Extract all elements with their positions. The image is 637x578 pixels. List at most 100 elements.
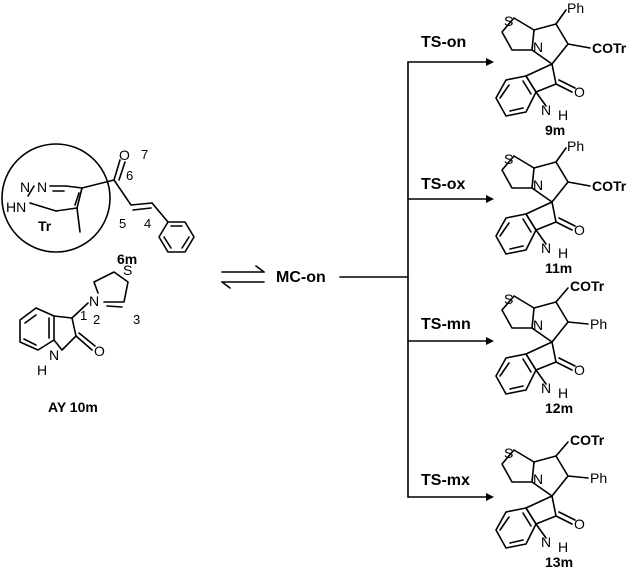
product-13m-label: 13m (545, 554, 573, 570)
product-nh-n-label: N (541, 240, 551, 256)
ph-hash (567, 475, 589, 479)
benzo-double-bond (23, 338, 37, 346)
atom-number-4: 4 (144, 216, 151, 231)
product-9m-label: 9m (545, 122, 565, 138)
oxindole-carbonyl (75, 335, 93, 351)
right-substituent-12m: Ph (590, 316, 607, 332)
arrowhead-11m (486, 195, 494, 203)
product-sulfur-label: S (504, 151, 513, 167)
benzo-double-bond (24, 314, 37, 324)
thiazoline-ring (93, 271, 129, 303)
arrowhead-13m (486, 493, 494, 501)
ts-label-1: TS-ox (421, 176, 466, 193)
product-nh-h-label: H (558, 107, 568, 123)
product-nitrogen-label: N (533, 317, 543, 333)
product-oxygen-label: O (574, 222, 585, 238)
ph-wedge (567, 321, 589, 325)
product-9m: S N O N H Ph COTr 9m (495, 0, 627, 138)
product-sulfur-label: S (504, 291, 513, 307)
triazole-bond (27, 185, 35, 197)
tr-label: Tr (38, 218, 52, 234)
oxindole-ring (53, 315, 77, 351)
top-substituent-9m: Ph (567, 0, 584, 16)
enone-bond (113, 179, 153, 206)
oxindole-oxygen-label: O (94, 343, 105, 359)
product-nitrogen-label: N (533, 39, 543, 55)
oxindole-n-label: N (49, 347, 59, 363)
cotr-hash (567, 43, 591, 49)
top-substituent-13m: COTr (570, 432, 605, 448)
triazole-bond (29, 202, 57, 212)
cotr-hash (555, 287, 569, 303)
ketone-oxygen-label: O (119, 147, 130, 163)
arrowhead-9m (486, 58, 494, 66)
atom-number-7: 7 (141, 147, 148, 162)
product-nh-h-label: H (558, 539, 568, 555)
product-nitrogen-label: N (533, 471, 543, 487)
atom-number-3: 3 (133, 312, 140, 327)
ylide-n-plus-label: N (89, 293, 99, 309)
product-11m: S N O N H Ph COTr 11m (495, 138, 627, 276)
oxindole-h-label: H (37, 362, 47, 378)
triazole-n-label: N (37, 179, 47, 195)
ph-hash (555, 147, 567, 163)
atom-number-2: 2 (93, 312, 100, 327)
right-substituent-9m: COTr (592, 40, 627, 56)
atom-number-6: 6 (126, 168, 133, 183)
product-oxygen-label: O (574, 516, 585, 532)
equilibrium-back-head (221, 281, 231, 289)
atom-number-5: 5 (119, 216, 126, 231)
mc-on-label: MC-on (276, 269, 326, 286)
product-nh-h-label: H (558, 385, 568, 401)
ts-label-3: TS-mx (421, 472, 470, 489)
product-11m-label: 11m (545, 260, 572, 276)
product-nh-n-label: N (541, 380, 551, 396)
top-substituent-11m: Ph (567, 138, 584, 154)
phenyl-double-bond (181, 236, 190, 249)
atom-number-1: 1 (80, 308, 87, 323)
carbonyl-bond (113, 159, 121, 181)
product-sulfur-label: S (504, 13, 513, 29)
ylide-c-n-bond (71, 302, 89, 319)
product-nh-n-label: N (541, 534, 551, 550)
triazole-bond (55, 185, 83, 212)
product-13m: S N O N H COTr Ph 13m (495, 432, 607, 570)
ketone-bond (81, 179, 115, 189)
styryl-bond (151, 202, 169, 223)
alkene-double-bond (132, 207, 152, 211)
equilibrium-forward-head (255, 265, 265, 273)
ph-wedge (555, 9, 567, 25)
branching-arrows (339, 58, 494, 501)
azomethine-ylide-10m: O N H 1 N 2 S 3 AY 10m (19, 262, 140, 415)
dipolarophile-6m: N N HN Tr O 7 6 5 4 6m (1, 143, 195, 267)
product-oxygen-label: O (574, 362, 585, 378)
right-substituent-11m: COTr (592, 178, 627, 194)
ts-label-2: TS-mn (421, 316, 471, 333)
triazole-nh-label: HN (6, 199, 26, 215)
equilibrium-arrows (221, 265, 265, 289)
product-sulfur-label: S (504, 445, 513, 461)
carbonyl-double-bond (118, 161, 126, 181)
product-nitrogen-label: N (533, 177, 543, 193)
compound-ay-10m-label: AY 10m (48, 399, 98, 415)
product-nh-n-label: N (541, 102, 551, 118)
phenyl-double-bond (163, 236, 172, 249)
ts-label-0: TS-on (421, 34, 466, 51)
arrowhead-12m (486, 337, 494, 345)
triazole-highlight-circle (1, 143, 111, 253)
oxindole-carbonyl-double (78, 332, 96, 347)
product-oxygen-label: O (574, 84, 585, 100)
methyl-bond (76, 207, 81, 233)
thiazoline-sulfur-label: S (123, 262, 132, 278)
cotr-wedge (555, 441, 569, 457)
top-substituent-12m: COTr (570, 278, 605, 294)
triazole-n-label: N (20, 179, 30, 195)
product-nh-h-label: H (558, 245, 568, 261)
product-12m-label: 12m (545, 400, 573, 416)
triazole-double-bond (74, 192, 80, 206)
thiazoline-double-bond (106, 305, 123, 308)
compound-6m-label: 6m (117, 251, 137, 267)
product-12m: S N O N H COTr Ph 12m (495, 278, 607, 416)
